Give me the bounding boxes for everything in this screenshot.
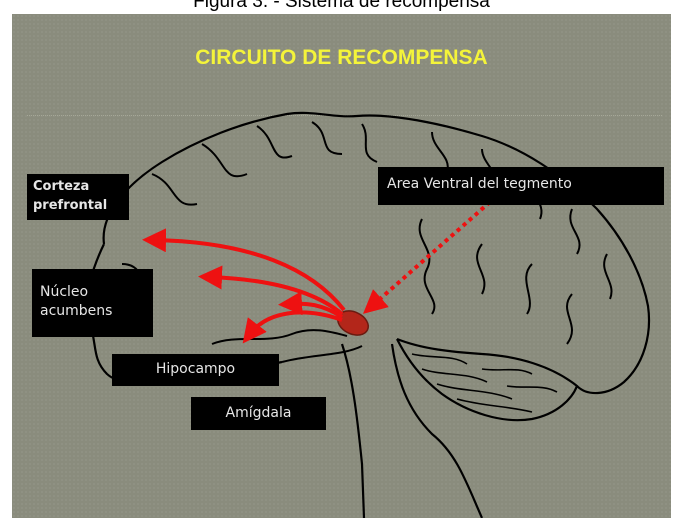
label-prefrontal-cortex: Corteza prefrontal <box>27 174 129 220</box>
cerebellum-outline <box>396 338 579 422</box>
figure-caption: Figura 3. - Sistema de recompensa <box>193 0 490 12</box>
arrow-to-hippocampus <box>242 310 343 344</box>
arrow-to-hippocampus-upper <box>278 291 344 319</box>
label-nucleus-accumbens: Núcleo acumbens <box>32 269 153 337</box>
slide-title: CIRCUITO DE RECOMPENSA <box>195 46 488 69</box>
brainstem-outline <box>340 343 484 518</box>
label-amygdala: Amígdala <box>191 397 326 430</box>
label-hippocampus: Hipocampo <box>112 354 279 386</box>
label-ventral-tegmental-area: Area Ventral del tegmento <box>378 167 664 205</box>
arrow-to-nucleus <box>198 265 344 316</box>
arrow-to-cortex <box>142 228 346 312</box>
cerebellum-folia <box>411 353 558 413</box>
slide: CIRCUITO DE RECOMPENSA <box>12 14 671 518</box>
gyri-lines <box>111 121 613 345</box>
reward-projections <box>142 228 346 344</box>
brain-diagram <box>86 111 651 518</box>
vta-projection-arrow <box>362 200 492 314</box>
